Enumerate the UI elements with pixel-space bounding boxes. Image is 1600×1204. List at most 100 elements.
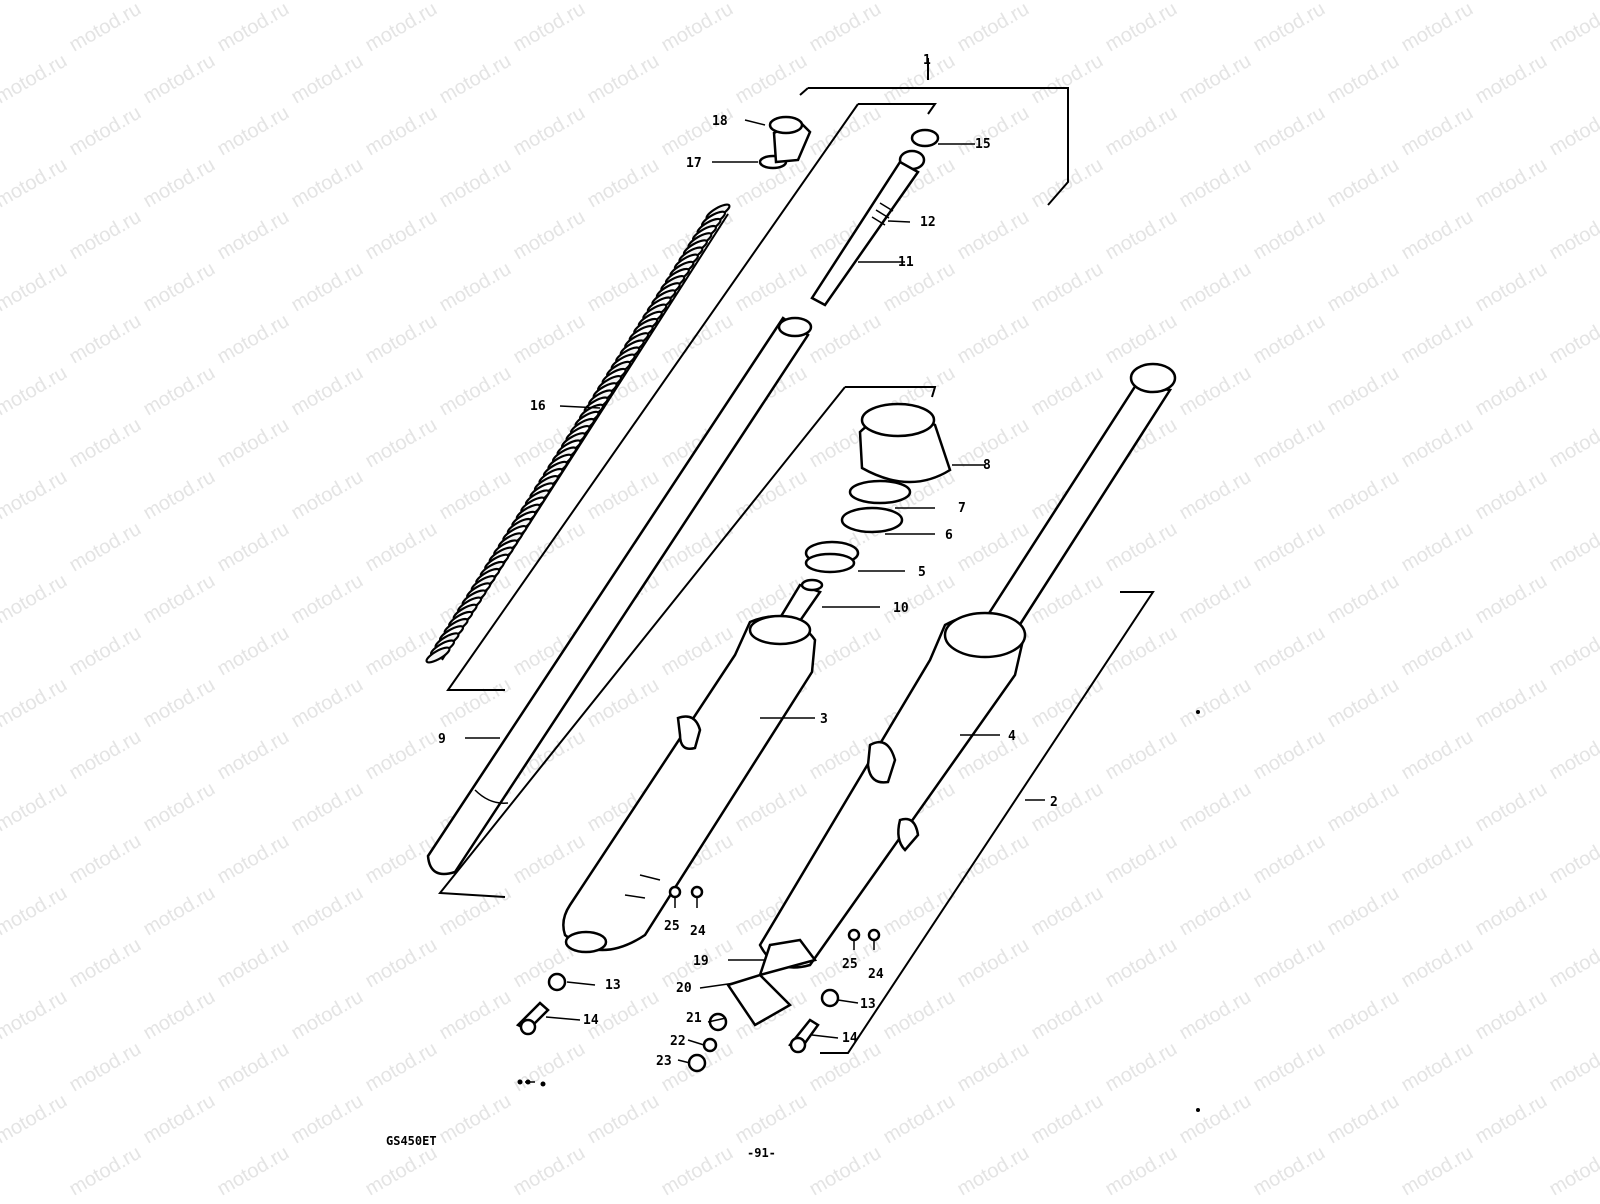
watermark-text: motod.ru [436,674,515,733]
watermark-text: motod.ru [1398,206,1477,265]
watermark-text: motod.ru [880,258,959,317]
watermark-text: motod.ru [658,1142,737,1200]
watermark-text: motod.ru [140,466,219,525]
watermark-text: motod.ru [1472,882,1551,941]
watermark-text: motod.ru [1250,206,1329,265]
watermark-text: motod.ru [214,102,293,161]
watermark-text: motod.ru [1176,882,1255,941]
callout-18: 18 [712,114,728,129]
watermark-text: motod.ru [66,1142,145,1200]
watermark-text: motod.ru [214,0,293,56]
callout-8: 8 [983,458,991,473]
watermark-text: motod.ru [1398,622,1477,681]
watermark-text: motod.ru [1102,206,1181,265]
watermark-text: motod.ru [1028,362,1107,421]
watermark-text: motod.ru [1324,50,1403,109]
watermark-text: motod.ru [1472,154,1551,213]
watermark-text: motod.ru [1324,986,1403,1045]
watermark-text: motod.ru [954,414,1033,473]
watermark-text: motod.ru [1102,102,1181,161]
watermark-text: motod.ru [1250,1142,1329,1200]
watermark-text: motod.ru [436,0,515,4]
watermark-text: motod.ru [0,778,71,837]
watermark-text: motod.ru [66,310,145,369]
watermark-text: motod.ru [1546,518,1600,577]
watermark-text: motod.ru [732,1090,811,1149]
watermark-text: motod.ru [1176,50,1255,109]
watermark-text: motod.ru [1398,1038,1477,1097]
watermark-text: motod.ru [1176,154,1255,213]
callout-2: 2 [1050,795,1058,810]
callout-21: 21 [686,1011,702,1026]
watermark-text: motod.ru [0,1090,71,1149]
watermark-text: motod.ru [66,0,145,56]
watermark-text: motod.ru [806,1038,885,1097]
watermark-text: motod.ru [1028,674,1107,733]
watermark-text: motod.ru [510,830,589,889]
page-number: -91- [747,1146,776,1160]
watermark-text: motod.ru [954,0,1033,56]
watermark-text: motod.ru [1472,674,1551,733]
watermark-text: motod.ru [66,830,145,889]
watermark-text: motod.ru [1472,466,1551,525]
watermark-text: motod.ru [1250,934,1329,993]
callout-13b: 13 [860,997,876,1012]
watermark-text: motod.ru [1546,310,1600,369]
callout-22: 22 [670,1034,686,1049]
callout-7: 7 [958,501,966,516]
watermark-text: motod.ru [1102,726,1181,785]
watermark-text: motod.ru [658,0,737,56]
watermark-text: motod.ru [288,258,367,317]
watermark-text: motod.ru [140,0,219,4]
callout-15: 15 [975,137,991,152]
watermark-text: motod.ru [214,414,293,473]
watermark-text: motod.ru [288,674,367,733]
watermark-text: motod.ru [510,1038,589,1097]
watermark-text: motod.ru [1472,258,1551,317]
watermark-text: motod.ru [288,882,367,941]
watermark-text: motod.ru [1398,0,1477,56]
watermark-text: motod.ru [0,0,71,4]
watermark-text: motod.ru [1398,1142,1477,1200]
watermark-text: motod.ru [0,882,71,941]
watermark-text: motod.ru [584,674,663,733]
watermark-text: motod.ru [1546,830,1600,889]
watermark-text: motod.ru [1398,518,1477,577]
callout-5: 5 [918,565,926,580]
watermark-text: motod.ru [1102,518,1181,577]
watermark-text: motod.ru [1102,1142,1181,1200]
watermark-text: motod.ru [510,206,589,265]
watermark-text: motod.ru [214,206,293,265]
watermark-text: motod.ru [1546,934,1600,993]
model-code: GS450ET [386,1134,437,1148]
watermark-text: motod.ru [214,310,293,369]
watermark-text: motod.ru [1028,258,1107,317]
watermark-text: motod.ru [1176,466,1255,525]
watermark-text: motod.ru [954,1142,1033,1200]
watermark-text: motod.ru [584,1090,663,1149]
callout-14b: 14 [842,1031,858,1046]
watermark-text: motod.ru [140,882,219,941]
watermark-text: motod.ru [806,0,885,56]
watermark-text: motod.ru [214,518,293,577]
watermark-text: motod.ru [288,1090,367,1149]
watermark-text: motod.ru [510,0,589,56]
watermark-text: motod.ru [1250,622,1329,681]
callout-23: 23 [656,1054,672,1069]
fork-spring [425,202,732,665]
watermark-text: motod.ru [140,570,219,629]
watermark-text: motod.ru [0,466,71,525]
watermark-text: motod.ru [0,362,71,421]
watermark-text: motod.ru [880,50,959,109]
watermark-text: motod.ru [806,310,885,369]
watermark-text: motod.ru [658,102,737,161]
watermark-text: motod.ru [436,882,515,941]
watermark-text: motod.ru [214,830,293,889]
watermark-text: motod.ru [1398,830,1477,889]
watermark-text: motod.ru [880,1090,959,1149]
watermark-text: motod.ru [0,674,71,733]
watermark-text: motod.ru [140,50,219,109]
watermark-text: motod.ru [1398,934,1477,993]
watermark-text: motod.ru [510,310,589,369]
watermark-text: motod.ru [362,934,441,993]
